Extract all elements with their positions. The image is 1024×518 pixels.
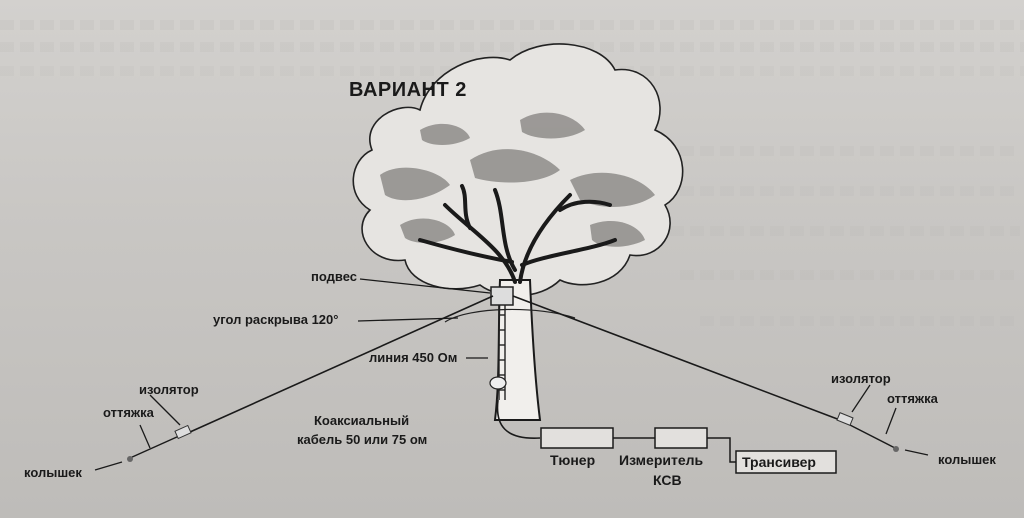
label-guy-left: оттяжка (103, 405, 154, 420)
coax-cable (496, 399, 541, 439)
label-insulator-right: изолятор (831, 371, 891, 386)
suspension-pulley (490, 286, 514, 306)
label-peg-right: колышек (938, 452, 996, 467)
label-insulator-left: изолятор (139, 382, 199, 397)
peg-right (893, 446, 899, 452)
label-coax-2: кабель 50 или 75 ом (297, 432, 428, 447)
transceiver-box (735, 450, 837, 474)
diagram-title: ВАРИАНТ 2 (349, 79, 467, 101)
peg-left (127, 456, 133, 462)
tuner-box (540, 427, 614, 449)
swr-meter-box (654, 427, 708, 449)
guy-line-right (847, 423, 896, 449)
pointer-arrows (94, 278, 929, 471)
tree-foliage-shading (380, 112, 655, 247)
label-swr-meter-1: Измеритель (619, 452, 704, 468)
tree-branches (418, 184, 617, 284)
label-swr-meter-2: КСВ (653, 472, 682, 488)
background-text-line (620, 186, 1020, 196)
balun (489, 376, 507, 390)
background-text-line (650, 226, 1020, 236)
insulator-right (836, 412, 854, 426)
label-coax-1: Коаксиальный (314, 413, 410, 428)
background-text-line (600, 146, 1020, 156)
label-opening-angle: угол раскрыва 120° (213, 312, 339, 327)
label-peg-left: колышек (24, 465, 82, 480)
label-line-450: линия 450 Ом (369, 350, 458, 365)
background-text-line (700, 316, 1020, 326)
background-text-line (0, 20, 1024, 30)
label-suspension: подвес (311, 269, 357, 284)
insulator-left (174, 424, 192, 440)
background-text-line (0, 42, 1024, 52)
antenna-wire-right (512, 295, 841, 421)
label-guy-right: оттяжка (887, 391, 938, 406)
background-text-line (680, 270, 1020, 280)
label-tuner: Тюнер (550, 452, 596, 468)
label-transceiver: Трансивер (742, 454, 816, 470)
